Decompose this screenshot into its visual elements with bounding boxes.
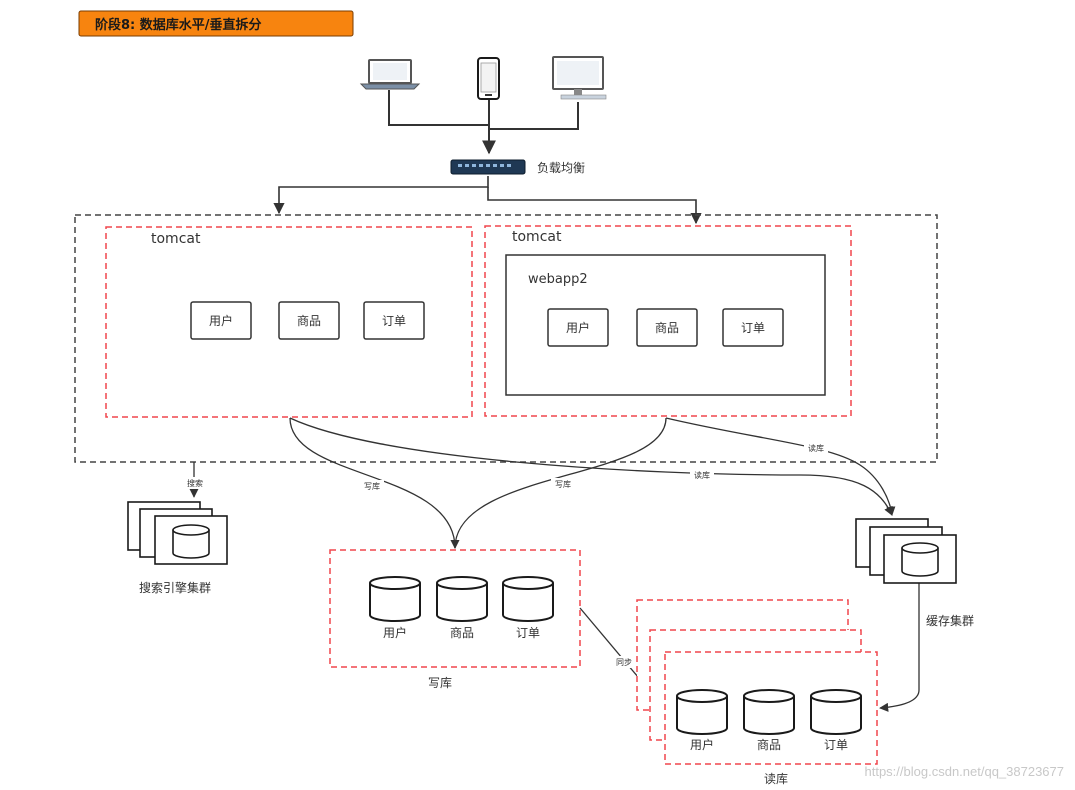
watermark: https://blog.csdn.net/qq_38723677 — [865, 764, 1065, 779]
db-table-product-icon — [743, 689, 795, 735]
load-balancer-label: 负载均衡 — [537, 161, 585, 175]
webapp2-label: webapp2 — [528, 272, 588, 287]
edge-search-label: 搜索 — [187, 478, 203, 488]
module-order — [722, 308, 784, 347]
stage-title: 阶段8: 数据库水平/垂直拆分 — [78, 10, 354, 37]
write-db-order-label: 订单 — [516, 626, 540, 640]
module-order-label: 订单 — [741, 321, 765, 335]
module-product-label: 商品 — [297, 313, 321, 328]
read-db-order-label: 订单 — [824, 738, 848, 752]
tomcat-left: tomcat 用户 商品 订单 — [105, 226, 473, 418]
lb-connectors — [273, 176, 702, 225]
tomcat-right: tomcat webapp2 用户 商品 订单 — [484, 225, 852, 417]
module-product — [636, 308, 698, 347]
module-order — [363, 301, 425, 340]
edge-read-right-label: 读库 — [808, 443, 824, 453]
tomcat-right-label: tomcat — [512, 229, 562, 245]
module-product — [278, 301, 340, 340]
read-db-user-label: 用户 — [690, 737, 714, 752]
read-db-product-label: 商品 — [757, 737, 781, 752]
desktop-icon — [552, 56, 607, 100]
read-db: 用户 商品 订单 — [636, 599, 878, 765]
edge-sync-label: 同步 — [616, 658, 632, 667]
write-db-label: 写库 — [428, 675, 452, 690]
db-table-order-icon — [502, 576, 554, 622]
phone-icon — [477, 57, 500, 100]
module-order-label: 订单 — [382, 314, 406, 328]
server-cluster-boundary — [74, 214, 938, 463]
tomcat-left-label: tomcat — [151, 231, 201, 247]
db-table-order-icon — [810, 689, 862, 735]
cache-cluster-icon — [855, 518, 957, 584]
edge-read-left-label: 读库 — [694, 470, 710, 480]
client-connectors — [388, 90, 579, 155]
edge-write-right-label: 写库 — [555, 479, 571, 489]
write-db-product-label: 商品 — [450, 625, 474, 640]
read-db-label: 读库 — [764, 771, 788, 786]
module-product-label: 商品 — [655, 320, 679, 335]
module-user — [190, 301, 252, 340]
write-db: 用户 商品 订单 — [329, 549, 581, 668]
module-user-label: 用户 — [566, 320, 590, 335]
db-table-user-icon — [676, 689, 728, 735]
edge-write-left-label: 写库 — [364, 481, 380, 491]
edge-labels: 搜索 写库 写库 读库 读库 同步 — [184, 442, 828, 668]
module-user — [547, 308, 609, 347]
load-balancer-icon — [450, 159, 526, 175]
search-cluster-icon — [127, 501, 228, 565]
module-user-label: 用户 — [209, 313, 233, 328]
stage-title-text: 阶段8: 数据库水平/垂直拆分 — [95, 17, 262, 33]
db-table-product-icon — [436, 576, 488, 622]
laptop-icon — [359, 59, 421, 90]
search-cluster-label: 搜索引擎集群 — [139, 580, 211, 595]
cache-cluster-label: 缓存集群 — [926, 613, 974, 628]
db-table-user-icon — [369, 576, 421, 622]
write-db-user-label: 用户 — [383, 625, 407, 640]
